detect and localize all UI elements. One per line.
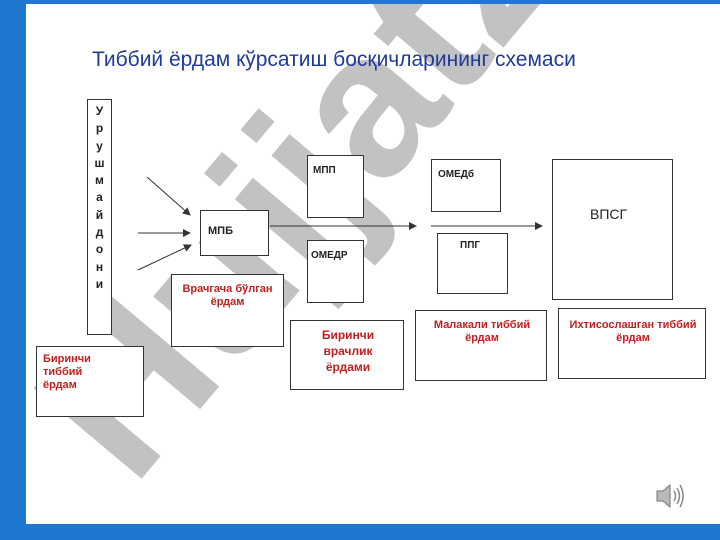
mpb-label: МПБ [208,225,233,237]
ppg-box: ППГ [437,233,508,294]
slide-title: Тиббий ёрдам кўрсатиш босқичларининг схе… [92,48,576,71]
pre-medical-box: Врачгача бўлган ёрдам [171,274,284,347]
mpb-box: МПБ [200,210,269,256]
battlefield-letter: а [96,190,103,205]
slide-frame-top [0,0,720,4]
qualified-aid-label: Малакали тиббий ёрдам [433,319,531,344]
speaker-icon[interactable] [652,479,686,513]
omedb-box: ОМЕДб [431,159,501,212]
slide-canvas: Hujjat24 Тиббий ёрдам кўрсатиш босқичлар… [26,4,720,524]
battlefield-letter: у [96,138,103,153]
vpsg-box: ВПСГ [552,159,673,300]
slide-frame-left [0,0,26,540]
mpp-label: МПП [313,165,336,176]
battlefield-letter: и [95,276,104,291]
specialized-aid-box: Ихтисослашган тиббий ёрдам [558,308,706,379]
omedb-label: ОМЕДб [438,169,475,180]
omedr-label: ОМЕДР [311,250,348,261]
first-aid-box: Биринчи тиббий ёрдам [36,346,144,417]
arrow-upper [146,176,191,216]
connector-arrows [137,176,543,271]
vpsg-label: ВПСГ [590,206,628,222]
qualified-aid-box: Малакали тиббий ёрдам [415,310,547,381]
specialized-aid-label: Ихтисослашган тиббий ёрдам [569,319,697,344]
battlefield-letter: ш [94,155,105,170]
slide-frame-bottom [0,524,720,540]
battlefield-letter: н [95,259,104,274]
mpp-box: МПП [307,155,364,218]
battlefield-letter: о [95,242,104,257]
battlefield-letter: д [95,225,104,240]
battlefield-letter: У [95,104,104,118]
battlefield-box: У р у ш м а й д о н и [87,99,112,335]
battlefield-letter: р [95,121,104,136]
first-medical-label: Биринчи врачлик ёрдами [321,328,375,374]
battlefield-letter: м [95,173,104,188]
ppg-label: ППГ [460,240,481,251]
battlefield-letter: й [95,207,104,222]
arrow-lower [137,244,192,271]
first-aid-label: Биринчи тиббий ёрдам [43,353,91,391]
omedr-box: ОМЕДР [307,240,364,303]
pre-medical-label: Врачгача бўлган ёрдам [182,283,273,308]
first-medical-box: Биринчи врачлик ёрдами [290,320,404,390]
